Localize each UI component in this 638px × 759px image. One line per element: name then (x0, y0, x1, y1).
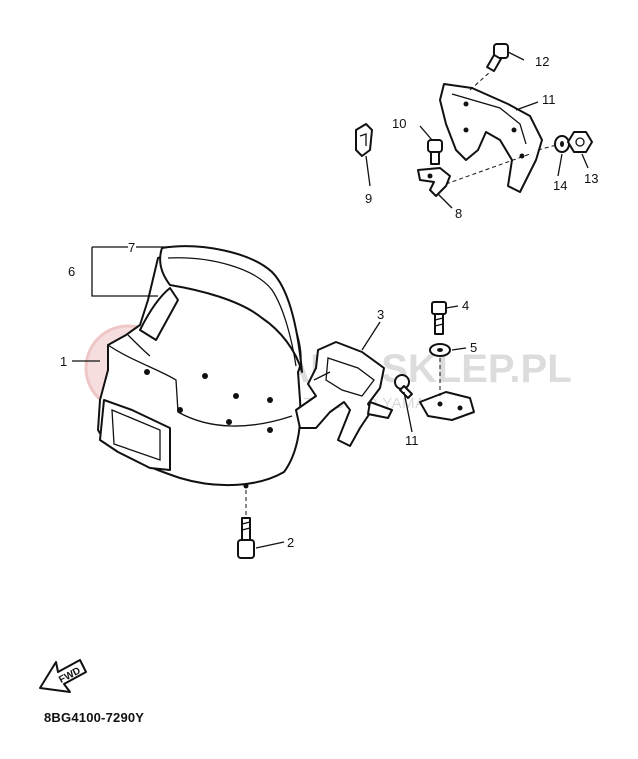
washer-part-14 (554, 135, 570, 153)
callout-3: 3 (377, 307, 384, 322)
clip-part-9 (355, 123, 373, 157)
clip-part-11 (394, 374, 413, 399)
bolt-part-12 (486, 43, 509, 73)
diagram-code: 8BG4100-7290Y (44, 710, 145, 725)
callout-7: 7 (128, 240, 135, 255)
fwd-label: FWD (57, 665, 82, 685)
callout-10: 10 (392, 116, 406, 131)
callout-5: 5 (470, 340, 477, 355)
callout-12: 12 (535, 54, 549, 69)
bracket-part-8 (417, 167, 451, 197)
washer-part-5 (429, 343, 451, 357)
windscreen-part-7 (139, 245, 303, 373)
callout-9: 9 (365, 191, 372, 206)
callout-1: 1 (60, 354, 67, 369)
callout-14: 14 (553, 178, 567, 193)
callout-8: 8 (455, 206, 462, 221)
callout-4: 4 (462, 298, 469, 313)
callouts: 1 2 3 4 5 6 7 8 9 10 11 11 12 13 14 (60, 54, 598, 550)
bracket-part-3 (295, 341, 393, 447)
stay-plate-lower (419, 391, 475, 421)
callout-2: 2 (287, 535, 294, 550)
callout-11-upper: 11 (542, 92, 556, 107)
fwd-arrow-icon: FWD (39, 659, 87, 693)
callout-11-lower: 11 (405, 433, 419, 448)
upper-bracket-part-11 (439, 83, 543, 193)
bolt-part-2 (237, 517, 255, 559)
leader-lines (72, 51, 589, 549)
bolt-part-4 (431, 301, 447, 335)
nut-part-13 (567, 131, 593, 153)
callout-13: 13 (584, 171, 598, 186)
callout-6: 6 (68, 264, 75, 279)
bolt-part-10 (427, 139, 443, 165)
